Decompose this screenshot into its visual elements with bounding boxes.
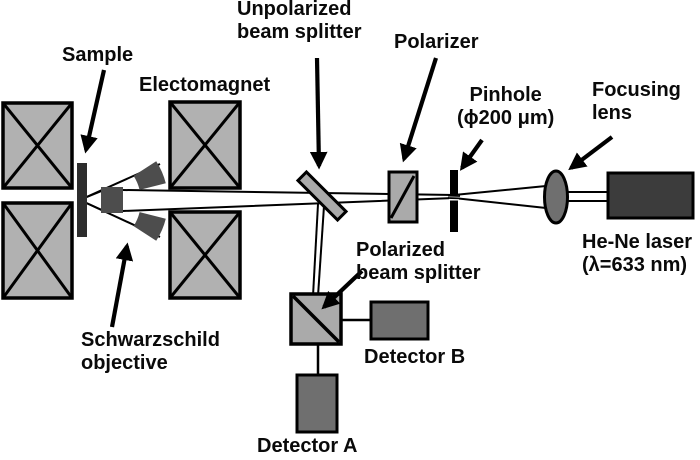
sample-bar (77, 163, 87, 237)
polarized-beam-splitter (289, 292, 343, 346)
polarized-beam-splitter-label: Polarized beam splitter (356, 239, 481, 284)
polarizer-arrow (399, 57, 439, 163)
primary-mirror-lower (133, 212, 166, 241)
coil-cross-line (168, 101, 242, 189)
detector-b-box (369, 300, 430, 341)
electromagnet-coil-bottom-right (168, 210, 242, 300)
coil-cross-line (168, 211, 242, 299)
he-ne-laser-label: He-Ne laser (λ=633 nm) (582, 231, 693, 276)
annotation-arrows (80, 57, 614, 328)
detector-a-box (295, 373, 339, 434)
detector-a-label: Detector A (257, 435, 358, 457)
unpolarized-beam-splitter (295, 169, 349, 223)
coil-cross-line (1, 102, 74, 189)
focusing-lens-arrow (568, 135, 614, 171)
schwarzschild-objective (101, 161, 166, 241)
pinhole (447, 170, 461, 232)
schwarzschild-arrow (109, 242, 134, 328)
schwarzschild-objective-label: Schwarzschild objective (81, 329, 220, 374)
polarizer-label: Polarizer (394, 31, 479, 53)
beam-line-vertical (312, 203, 319, 297)
detector-b-label: Detector B (364, 346, 466, 368)
sample-arrow (80, 69, 107, 154)
secondary-mirror (101, 187, 123, 213)
polarizer-diagonal (389, 175, 416, 219)
focusing-lens-label: Focusing lens (592, 79, 681, 124)
electromagnet-coil-top-right (168, 100, 242, 190)
splitter-diagonal (291, 294, 341, 344)
coil-cross-line (1, 202, 74, 299)
sample-label: Sample (62, 44, 134, 66)
pinhole-label: Pinhole (ϕ200 μm) (457, 84, 555, 129)
unpolarized-bs-arrow (309, 57, 328, 170)
pinhole-arrow (459, 138, 484, 171)
polarizer (387, 170, 419, 224)
beam-line-vertical (317, 205, 325, 297)
polarized-bs-arrow (321, 269, 364, 310)
electromagnet-label: Electomagnet (139, 74, 271, 96)
electromagnet-coil-top-left (1, 101, 74, 190)
he-ne-laser-box (606, 171, 695, 220)
unpolarized-beam-splitter-label: Unpolarized beam splitter (237, 0, 362, 43)
primary-mirror-upper (133, 161, 166, 190)
focusing-lens (543, 169, 569, 225)
electromagnet-coil-bottom-left (1, 201, 74, 300)
